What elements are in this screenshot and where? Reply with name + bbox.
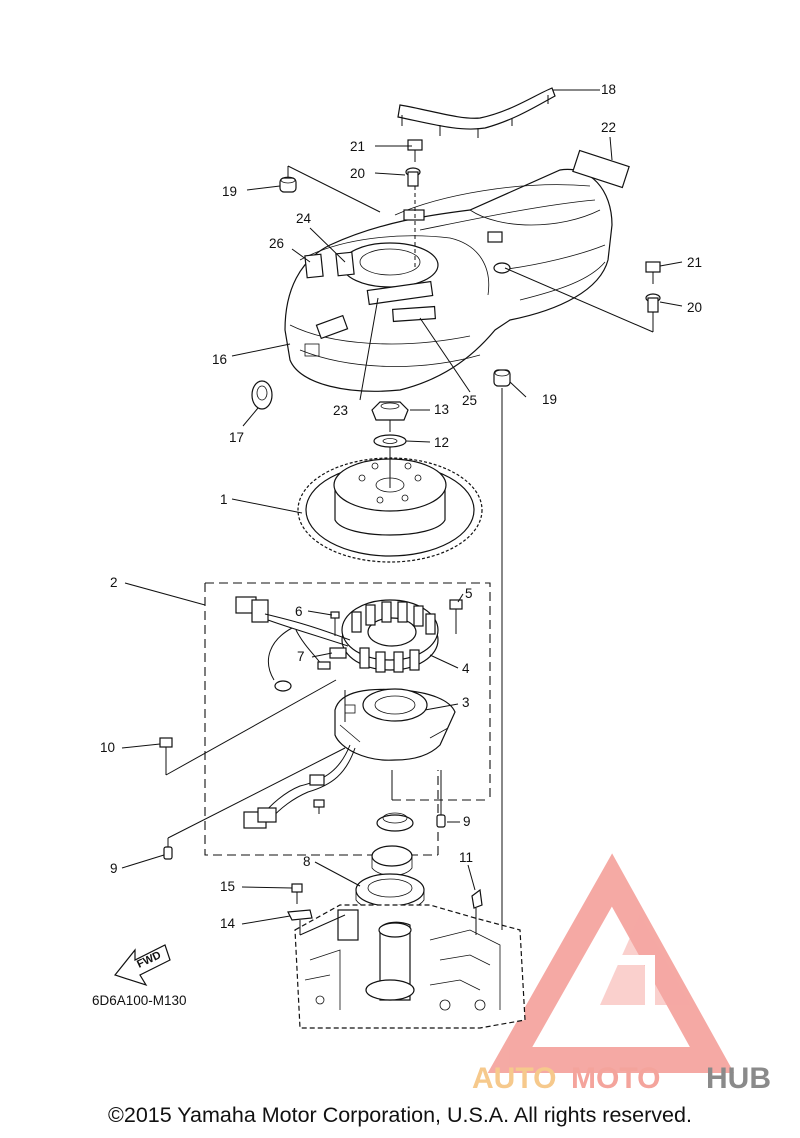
cover-bracket-18	[397, 87, 556, 138]
grommet-17	[251, 380, 273, 410]
callout-18: 18	[601, 82, 616, 97]
callout-3: 3	[462, 695, 470, 710]
screw-6	[330, 611, 340, 636]
callout-20-top: 20	[350, 166, 365, 181]
coupling-rings	[371, 812, 414, 876]
callout-24: 24	[296, 211, 312, 226]
grommet-19-right	[493, 369, 511, 387]
bolt-21-top	[407, 139, 423, 162]
collar-20-top	[405, 167, 421, 187]
callout-15: 15	[220, 879, 235, 894]
callout-21-right: 21	[687, 255, 702, 270]
callout-12: 12	[434, 435, 449, 450]
dowel-9-left	[163, 846, 173, 860]
washer-12	[373, 434, 407, 448]
watermark-brand: AUTO MOTO HUB	[472, 1062, 771, 1095]
copyright-notice: ©2015 Yamaha Motor Corporation, U.S.A. A…	[108, 1103, 692, 1127]
top-cover	[284, 168, 613, 392]
callout-25: 25	[462, 393, 477, 408]
nut-13	[371, 401, 409, 421]
callout-2: 2	[110, 575, 118, 590]
callout-6: 6	[295, 604, 303, 619]
label-22	[572, 149, 630, 189]
callout-19-left: 19	[222, 184, 237, 199]
brand-moto: MOTO	[571, 1062, 660, 1095]
clip-14	[287, 909, 313, 921]
callout-7: 7	[297, 649, 305, 664]
watermark-logo	[487, 853, 735, 1073]
callout-leaders	[121, 89, 683, 925]
callout-10: 10	[100, 740, 115, 755]
callout-22: 22	[601, 120, 616, 135]
screw-10	[159, 737, 173, 764]
callout-19-right: 19	[542, 392, 557, 407]
clamp-7	[329, 647, 347, 659]
callout-20-right: 20	[687, 300, 702, 315]
callout-11: 11	[459, 850, 473, 865]
leader-lines	[165, 165, 654, 936]
drawing-code: 6D6A100-M130	[92, 993, 187, 1008]
callout-26: 26	[269, 236, 284, 251]
brand-hub: HUB	[706, 1062, 771, 1095]
stator-coil-4	[341, 599, 439, 673]
screw-wiring	[313, 799, 325, 814]
callout-14: 14	[220, 916, 236, 931]
stator-wiring-bottom	[243, 744, 356, 829]
callout-23: 23	[333, 403, 348, 418]
callout-17: 17	[229, 430, 244, 445]
dowel-9-right	[436, 814, 446, 828]
callout-5: 5	[465, 586, 473, 601]
part-11	[471, 888, 483, 909]
stator-base-3	[334, 688, 456, 761]
callout-21-top: 21	[350, 139, 365, 154]
stator-wiring-top	[235, 596, 351, 692]
callout-1: 1	[220, 492, 228, 507]
callout-9-right: 9	[463, 814, 471, 829]
callout-16: 16	[212, 352, 227, 367]
callout-4: 4	[462, 661, 470, 676]
callout-numbers: 18 22 21 20 19 24 26 21 20 16 25 19 23 1…	[100, 82, 702, 931]
collar-20-right	[645, 293, 661, 313]
callout-8: 8	[303, 854, 311, 869]
fwd-arrow-icon: FWD	[113, 944, 171, 987]
screw-15	[291, 883, 303, 904]
callout-9-left: 9	[110, 861, 118, 876]
grommet-19-left	[279, 176, 297, 193]
brand-auto: AUTO	[472, 1062, 556, 1095]
engine-block	[294, 904, 526, 1029]
callout-13: 13	[434, 402, 449, 417]
screw-5	[449, 599, 463, 634]
bolt-21-right	[645, 261, 661, 284]
